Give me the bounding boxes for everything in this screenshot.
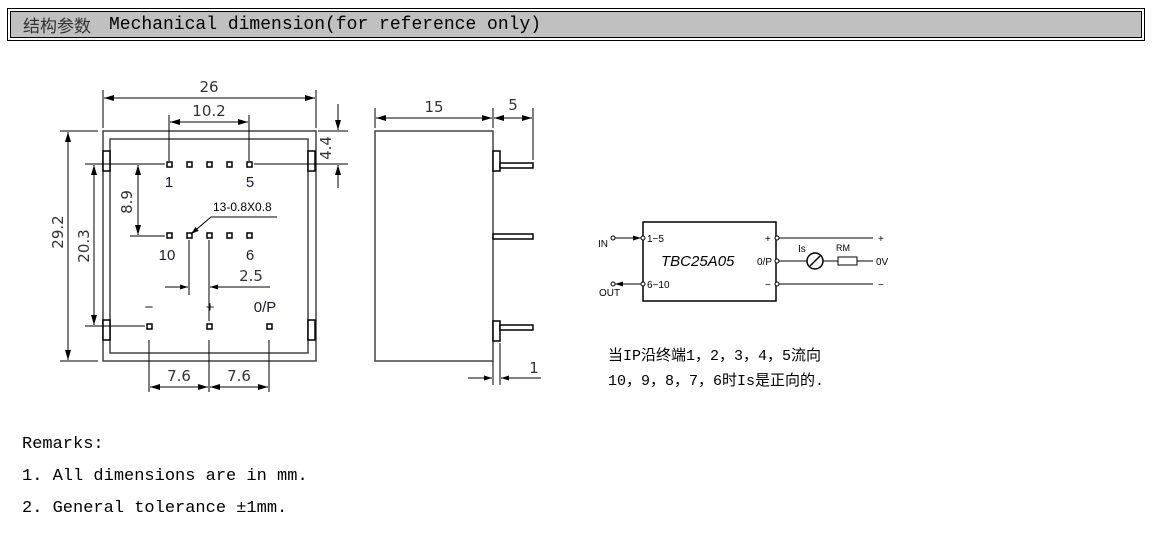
pin-label-10: 10 bbox=[159, 247, 176, 264]
dim-pin-length: 5 bbox=[508, 96, 518, 114]
meter-label: Is bbox=[798, 244, 806, 255]
side-body bbox=[374, 130, 494, 362]
out-terminal bbox=[610, 281, 616, 287]
rail-0v-label: 0V bbox=[876, 257, 889, 268]
dim-standoff: 1 bbox=[529, 359, 539, 377]
resistor-icon bbox=[837, 256, 858, 266]
side-standoff-top bbox=[492, 150, 501, 172]
pin-label-minus: − bbox=[145, 299, 154, 316]
pin bbox=[166, 232, 173, 239]
in-terminal bbox=[610, 235, 616, 241]
pin bbox=[186, 161, 193, 168]
pin bbox=[186, 232, 193, 239]
side-pin-top bbox=[499, 162, 534, 169]
side-pin-middle bbox=[492, 233, 534, 240]
port-op-label: 0/P bbox=[757, 257, 772, 268]
pin bbox=[266, 323, 273, 330]
pin-spec-leader bbox=[190, 216, 277, 235]
pin-out-label: 6−10 bbox=[647, 280, 670, 291]
header-title-en: Mechanical dimension(for reference only) bbox=[109, 14, 542, 35]
pin bbox=[246, 161, 253, 168]
front-tab-br bbox=[307, 319, 316, 341]
dim-output-left: 7.6 bbox=[167, 367, 191, 385]
dim-top-offset: 4.4 bbox=[317, 136, 335, 160]
schematic bbox=[610, 221, 873, 302]
pin-label-6: 6 bbox=[246, 247, 254, 264]
front-view bbox=[60, 90, 348, 392]
pin-in-label: 1−5 bbox=[647, 234, 664, 245]
in-label: IN bbox=[598, 239, 608, 250]
pin bbox=[246, 232, 253, 239]
pin-row-output bbox=[146, 323, 273, 330]
port-minus-label: − bbox=[765, 280, 771, 291]
pin-spec-label: 13-0.8X0.8 bbox=[213, 200, 272, 214]
remarks-item: 2. General tolerance ±1mm. bbox=[22, 499, 288, 518]
section-header-bar: 结构参数 Mechanical dimension(for reference … bbox=[10, 11, 1142, 38]
pin-row-middle bbox=[166, 232, 253, 239]
direction-note-line2: 10，9，8，7，6时Is是正向的. bbox=[608, 373, 825, 390]
pin bbox=[206, 323, 213, 330]
section-header: 结构参数 Mechanical dimension(for reference … bbox=[7, 8, 1145, 41]
rail-minus-label: − bbox=[878, 280, 884, 291]
pin-label-5: 5 bbox=[246, 174, 254, 191]
pin bbox=[226, 161, 233, 168]
dim-pin-span: 10.2 bbox=[192, 102, 225, 120]
schematic-model: TBC25A05 bbox=[661, 253, 735, 270]
pin bbox=[166, 161, 173, 168]
pin bbox=[226, 232, 233, 239]
pin-row-top bbox=[166, 161, 253, 168]
dim-height-total: 29.2 bbox=[49, 215, 67, 248]
pin bbox=[206, 161, 213, 168]
direction-note-line1: 当IP沿终端1，2，3，4，5流向 bbox=[608, 348, 822, 365]
pin bbox=[206, 232, 213, 239]
rail-plus-label: + bbox=[878, 234, 884, 245]
remarks-title: Remarks: bbox=[22, 435, 104, 454]
dim-width: 26 bbox=[199, 78, 218, 96]
pin-label-output: 0/P bbox=[254, 299, 277, 316]
side-standoff-bottom bbox=[492, 320, 501, 342]
remarks-item: 1. All dimensions are in mm. bbox=[22, 467, 308, 486]
resistor-label: RM bbox=[836, 243, 850, 253]
dim-pitch: 2.5 bbox=[239, 267, 263, 285]
port-plus-label: + bbox=[765, 234, 771, 245]
out-label: OUT bbox=[599, 288, 620, 299]
header-title-cn: 结构参数 bbox=[23, 17, 91, 37]
dim-height-inner: 20.3 bbox=[75, 229, 93, 262]
pin-label-1: 1 bbox=[165, 174, 173, 191]
side-pin-bottom bbox=[499, 324, 534, 331]
dim-row-gap: 8.9 bbox=[118, 190, 136, 214]
dim-depth: 15 bbox=[424, 98, 443, 116]
front-tab-tr bbox=[307, 150, 316, 172]
side-view bbox=[374, 108, 541, 385]
pin-label-plus: + bbox=[206, 299, 215, 316]
pin bbox=[146, 323, 153, 330]
dim-output-right: 7.6 bbox=[227, 367, 251, 385]
front-tab-bl bbox=[102, 319, 111, 341]
front-tab-tl bbox=[102, 150, 111, 172]
